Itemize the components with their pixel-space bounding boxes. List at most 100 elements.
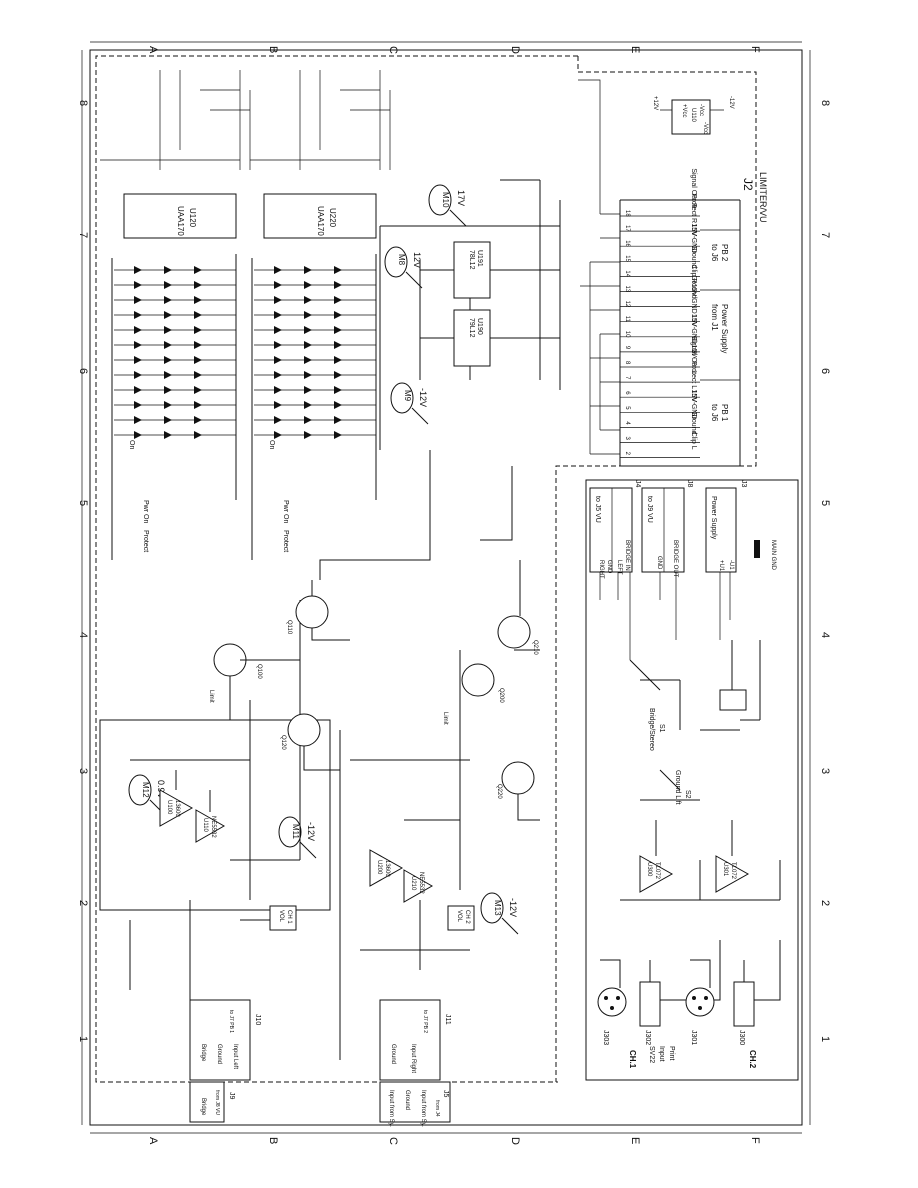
zone-number: 4 [819,632,831,638]
connector-pin: Bridge [200,1044,206,1062]
zone-letters-bottom: A B C D E F [147,1137,761,1145]
led-icon [254,266,376,274]
jack-ref: J302 [644,1030,651,1045]
input-board-connectors: to J5 VU RIGHT GND LEFT BRIDGE IN J4 to … [589,480,776,660]
zone-numbers-left: 8 7 6 5 4 3 2 1 [77,100,89,1042]
led-icon [254,431,376,439]
ic-ref: U120 [188,208,197,228]
j2-pin-label: 15V- [690,314,697,329]
transistor-symbol [287,713,321,747]
j2-pin-number: 17 [624,225,630,232]
input-channels: J303 J302 CH.1 U300 TL072 J301 J300 CH.2… [597,820,781,1069]
led-icon [254,401,376,409]
zone-number: 3 [77,768,89,774]
ic-part: NE5532 [418,872,424,894]
connector-pin: Input from Sy. [420,1090,426,1127]
connector-pin: LEFT [616,560,622,575]
j2-pin-label: Clip R [690,264,697,283]
test-point-id: M10 [441,192,450,208]
j2-group-label: from J1 [710,304,719,331]
transistor-ref: Q210 [532,640,538,655]
zone-letter: D [509,1137,521,1145]
connector-title: Power Supply [710,496,717,540]
ic-ref: U100 [166,800,172,815]
led-icon [254,341,376,349]
uaa170-ic [123,193,237,239]
test-point-value: -12V [418,388,428,407]
j2-pin-number: 7 [624,376,630,380]
vol-label: VOL [278,910,284,923]
vu-section: U120 UAA170 U220 UAA170 On On Pwr On Pwr… [100,70,391,560]
transistor-symbol [497,615,531,649]
supply-label: +12V [652,96,658,110]
j2-pin-number: 9 [624,346,630,350]
connector-pin: Input from Sy. [388,1090,394,1127]
zone-letter: A [147,46,159,54]
j2-pin-number: 4 [624,421,630,425]
led-icon [254,386,376,394]
ic-ref: U110 [202,818,208,833]
test-point-id: M11 [291,824,300,840]
led-icon [114,326,236,334]
led-label: On [268,440,275,449]
connector-pin: Ground [216,1044,222,1064]
j2-pin-row: 7 Signal Out L [620,336,700,383]
opamp-symbol [159,789,194,827]
zone-number: 3 [819,768,831,774]
ic-part: UAA170 [176,206,185,236]
j2-pin-label: Signal Out L [690,336,697,375]
sheet-title: LIMITER/VU [758,172,768,223]
test-point-value: -12V [306,822,316,841]
zone-number: 5 [77,500,89,506]
j2-pin-label: 15V- [690,390,697,405]
led-icon [254,371,376,379]
connector-pin: -U1 [728,560,734,570]
led-label: Limit [442,712,448,725]
j2-pin-label: Ground [690,275,697,298]
jack-connector-icon [639,981,661,1027]
connector-ref: J8 [686,480,693,488]
led-icon [114,416,236,424]
transistor-symbol [501,761,535,795]
j2-group-label: to J6 [710,244,719,262]
xlr-connector-icon [685,987,715,1017]
zone-numbers-right: 8 7 6 5 4 3 2 1 [819,100,831,1042]
zone-number: 6 [819,368,831,374]
ic-ref: U190 [476,318,483,335]
supply-label: -12V [728,96,734,109]
zone-letter: E [629,1137,641,1144]
connector-pin: GND [656,556,662,570]
input-board-title: Print [668,1046,675,1060]
ic-pin: -Vcc [702,122,708,134]
j2-group-label: to J6 [710,404,719,422]
xlr-ref: J303 [602,1030,609,1045]
connector-ref: J11 [444,1014,451,1025]
input-board-outline [585,479,799,1081]
connector-pin: Input Left [232,1044,238,1069]
led-icon [254,416,376,424]
j2-pin-label: Clip L [690,432,697,450]
ic-ref: U301 [722,862,728,877]
zone-letters-top: A B C D E F [147,46,761,54]
opamp-symbol [715,855,750,893]
zone-letter: C [387,46,399,54]
opamp-symbol [369,849,404,887]
transistor-ref: Q110 [286,620,292,635]
limiter-board-outline [95,55,578,1083]
zone-letter: F [749,46,761,53]
zone-number: 1 [819,1036,831,1042]
test-point-id: M9 [403,390,412,402]
connector-pin: Bridge [200,1098,206,1116]
transistor-ref: Q220 [496,784,502,799]
ic-pin: -Vcc [698,104,704,116]
ic-part: 13600 [174,800,180,817]
vol-ch1-box [269,905,297,931]
connector-from: to J7 PB 2 [422,1010,428,1033]
